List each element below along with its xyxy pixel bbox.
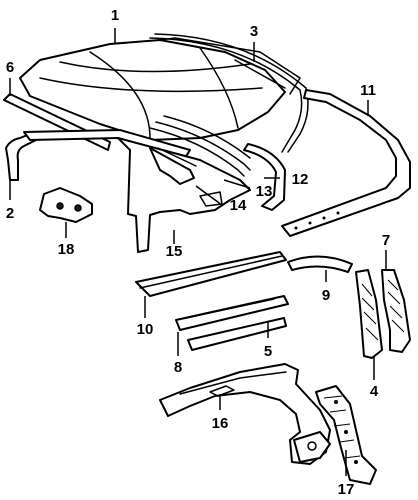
leader-lines xyxy=(9,28,387,476)
part-9-corner-molding xyxy=(287,255,353,273)
callout-labels: 1 2 3 4 5 6 7 8 9 10 11 12 13 14 15 16 1… xyxy=(6,7,390,498)
part-15-side-frame xyxy=(117,137,251,253)
callout-5: 5 xyxy=(264,343,272,360)
part-11-rear-bow xyxy=(281,89,411,237)
part-5-molding xyxy=(187,317,287,351)
part-18-bracket xyxy=(39,187,93,223)
callout-8: 8 xyxy=(174,359,182,376)
callout-4: 4 xyxy=(370,383,379,400)
part-17-side-frame xyxy=(315,385,377,485)
callout-10: 10 xyxy=(137,321,154,338)
part-16-windshield-frame xyxy=(159,363,331,465)
part-3-rear-rail xyxy=(149,33,309,153)
part-13-side-seal xyxy=(149,115,251,177)
callout-2: 2 xyxy=(6,205,14,222)
part-8-molding xyxy=(175,295,289,331)
part-12-corner-seal xyxy=(243,143,286,211)
callout-15: 15 xyxy=(166,243,183,260)
callout-14: 14 xyxy=(230,197,247,214)
callout-6: 6 xyxy=(6,59,14,76)
part-4-side-panel xyxy=(355,269,383,359)
part-7-rear-trim xyxy=(381,269,411,353)
callout-18: 18 xyxy=(58,241,75,258)
callout-11: 11 xyxy=(360,82,376,99)
callout-13: 13 xyxy=(256,183,273,200)
callout-12: 12 xyxy=(292,171,309,188)
part-14-clip-seal xyxy=(149,147,197,185)
callout-7: 7 xyxy=(382,232,390,249)
part-10-header-trim xyxy=(135,251,287,297)
callout-1: 1 xyxy=(111,7,119,24)
callout-17: 17 xyxy=(338,481,355,498)
callout-9: 9 xyxy=(322,287,330,304)
callout-3: 3 xyxy=(250,23,258,40)
callout-16: 16 xyxy=(212,415,229,432)
